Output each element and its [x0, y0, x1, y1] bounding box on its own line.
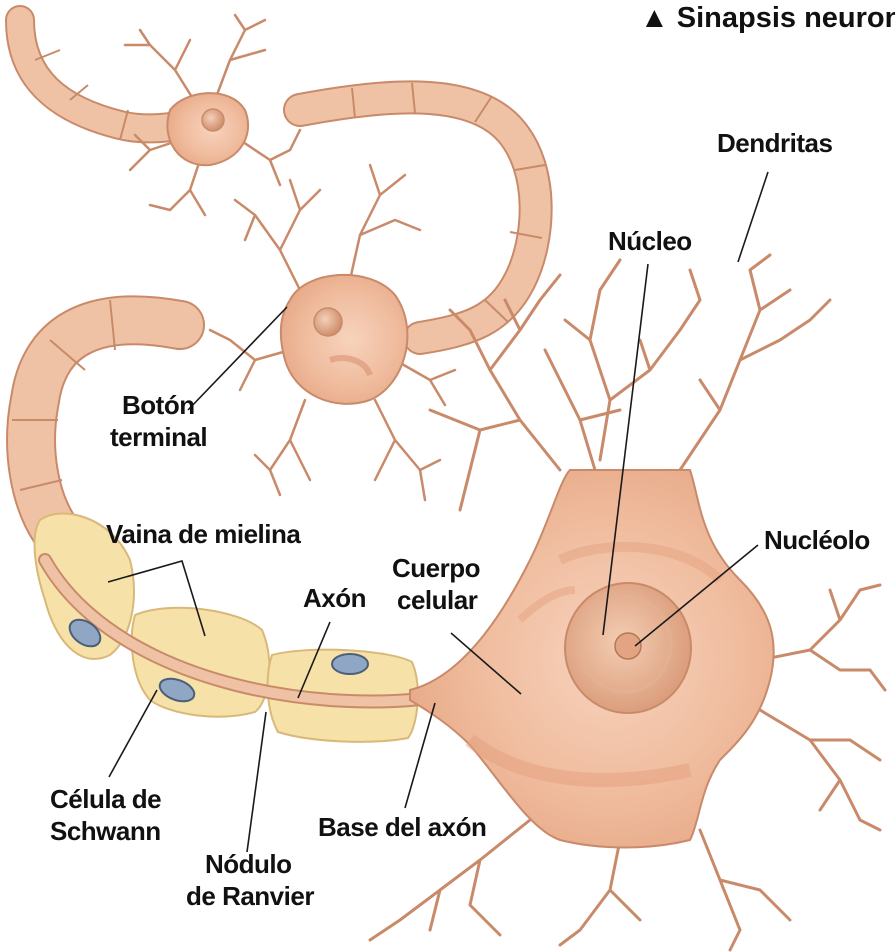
label-de-ranvier: de Ranvier: [186, 881, 314, 911]
label-nodulo: Nódulo: [205, 849, 292, 879]
label-celula-de: Célula de: [50, 784, 161, 814]
figure-title: ▲ Sinapsis neuron: [640, 2, 895, 34]
label-terminal: terminal: [110, 422, 207, 452]
label-nucleolo: Nucléolo: [764, 525, 870, 555]
label-schwann: Schwann: [50, 816, 161, 846]
large-neuron-body: [410, 470, 774, 848]
label-cuerpo: Cuerpo: [392, 553, 480, 583]
leader-dendritas: [738, 172, 768, 262]
upper-axon: [20, 20, 545, 338]
label-celular: celular: [397, 585, 478, 615]
leader-schwann: [109, 690, 157, 777]
label-boton: Botón: [122, 390, 195, 420]
label-nucleo: Núcleo: [608, 226, 692, 256]
label-vaina: Vaina de mielina: [106, 519, 301, 549]
label-axon: Axón: [303, 583, 366, 613]
label-base-axon: Base del axón: [318, 812, 486, 842]
label-dendritas: Dendritas: [717, 128, 832, 158]
leader-nodulo: [247, 712, 266, 852]
